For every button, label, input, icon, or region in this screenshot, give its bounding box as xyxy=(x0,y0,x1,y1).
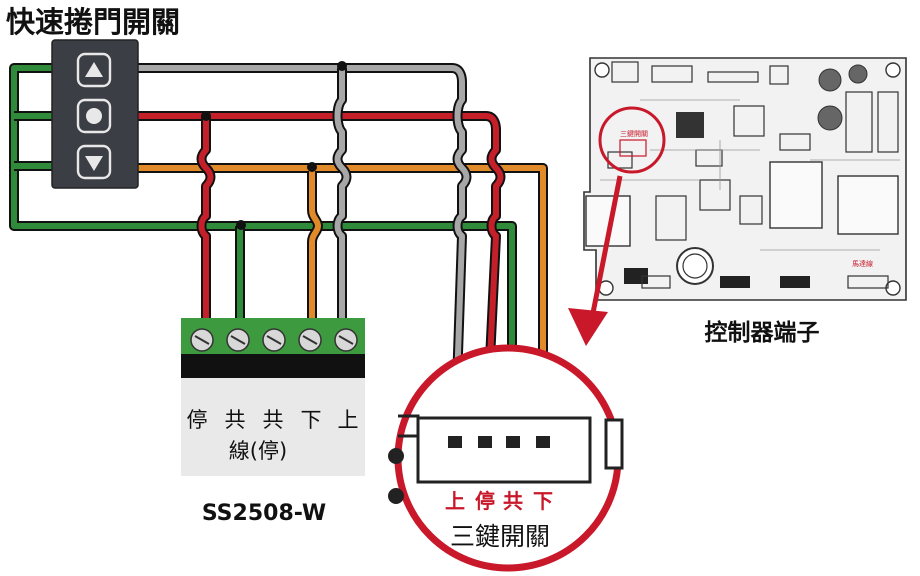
controller-caption: 控制器端子 xyxy=(705,319,820,346)
title: 快速捲門開關 xyxy=(6,5,180,39)
terminal-labels: 停 共 共 下 上 線(停) xyxy=(187,408,359,463)
junction-dot xyxy=(337,61,347,71)
terminal-label: 共 xyxy=(263,408,284,432)
terminal-label: 下 xyxy=(301,408,322,432)
connector-label: 停 xyxy=(475,489,495,513)
highlight-circle xyxy=(598,106,666,174)
wires xyxy=(9,61,548,443)
stop-circle-icon xyxy=(86,108,102,124)
terminal-label: 停 xyxy=(187,408,208,432)
controller-board: 三鍵開關 馬達線 xyxy=(583,57,907,301)
stop-button[interactable] xyxy=(76,98,112,134)
screw-slot xyxy=(230,335,246,345)
screw-slot xyxy=(194,335,210,345)
connector-label: 下 xyxy=(533,489,553,513)
green-wire xyxy=(9,63,517,442)
connector-caption: 三鍵開關 xyxy=(450,522,550,551)
junction-dot xyxy=(201,111,211,121)
terminal-sub-label: 線(停) xyxy=(229,439,287,463)
down-arrow-icon xyxy=(85,156,103,171)
pointer-arrow xyxy=(568,175,623,346)
screw-slot xyxy=(266,335,282,345)
board-label: 馬達線 xyxy=(852,259,873,268)
gray-wire xyxy=(138,63,472,443)
screw-slot xyxy=(302,335,318,345)
connector-zoom: 上 停 共 下 三鍵開關 xyxy=(388,344,624,572)
screw-slot xyxy=(338,335,354,345)
connector-label: 上 xyxy=(445,489,465,513)
junction-dot xyxy=(236,220,246,230)
terminal-label: 上 xyxy=(338,408,359,432)
board-label: 三鍵開關 xyxy=(620,129,648,138)
down-button[interactable] xyxy=(76,144,112,180)
model-label: SS2508-W xyxy=(202,501,326,526)
red-wire xyxy=(138,111,506,443)
terminal-label: 共 xyxy=(225,408,246,432)
up-button[interactable] xyxy=(76,52,112,88)
terminal-block: 停 共 共 下 上 線(停) xyxy=(181,318,365,476)
junction-dot xyxy=(307,162,317,172)
switch-panel xyxy=(51,39,139,189)
arrow-head-icon xyxy=(568,308,608,346)
up-arrow-icon xyxy=(85,62,103,77)
connector-label: 共 xyxy=(503,489,523,513)
